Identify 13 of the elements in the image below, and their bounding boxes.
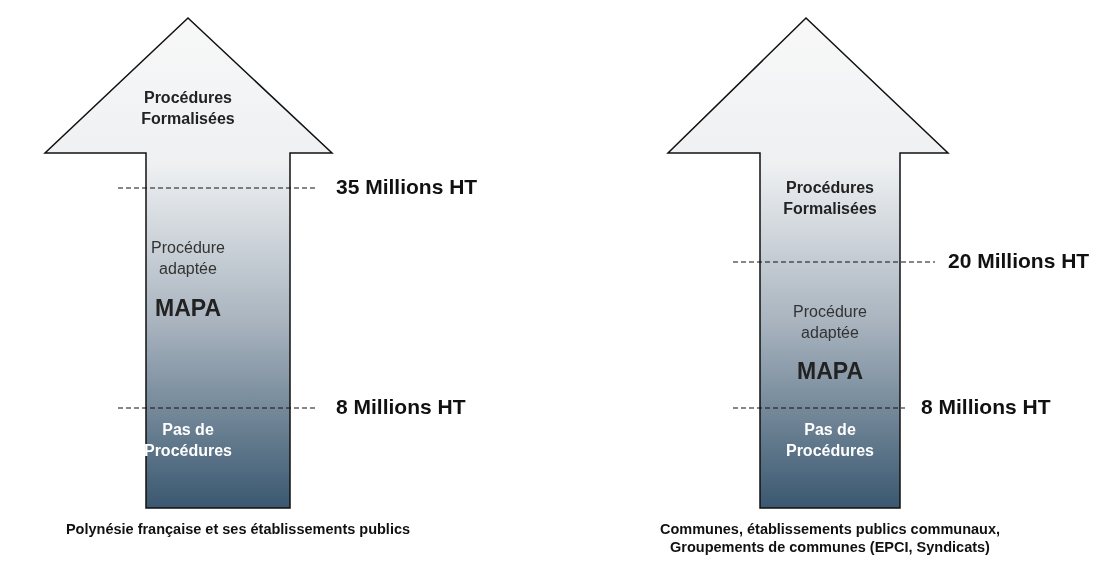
arrow-label: Pas de Procédures <box>784 420 875 461</box>
arrow-label: Procédure adaptée <box>792 302 868 343</box>
arrow-label: Procédures Formalisées <box>140 88 236 129</box>
arrow-label: Procédures Formalisées <box>782 178 878 219</box>
threshold-label: 35 Millions HT <box>336 175 478 199</box>
arrow-label: MAPA <box>154 294 222 323</box>
threshold-label: 20 Millions HT <box>948 249 1090 273</box>
arrow-label: MAPA <box>796 357 864 386</box>
arrow-label: Procédure adaptée <box>150 238 226 279</box>
threshold-label: 8 Millions HT <box>921 395 1051 419</box>
arrow-caption: Communes, établissements publics communaux, Groupements de communes (EPCI, Syndicats) <box>658 520 1001 557</box>
arrow-caption: Polynésie française et ses établissements publics <box>64 520 412 539</box>
threshold-label: 8 Millions HT <box>336 395 466 419</box>
